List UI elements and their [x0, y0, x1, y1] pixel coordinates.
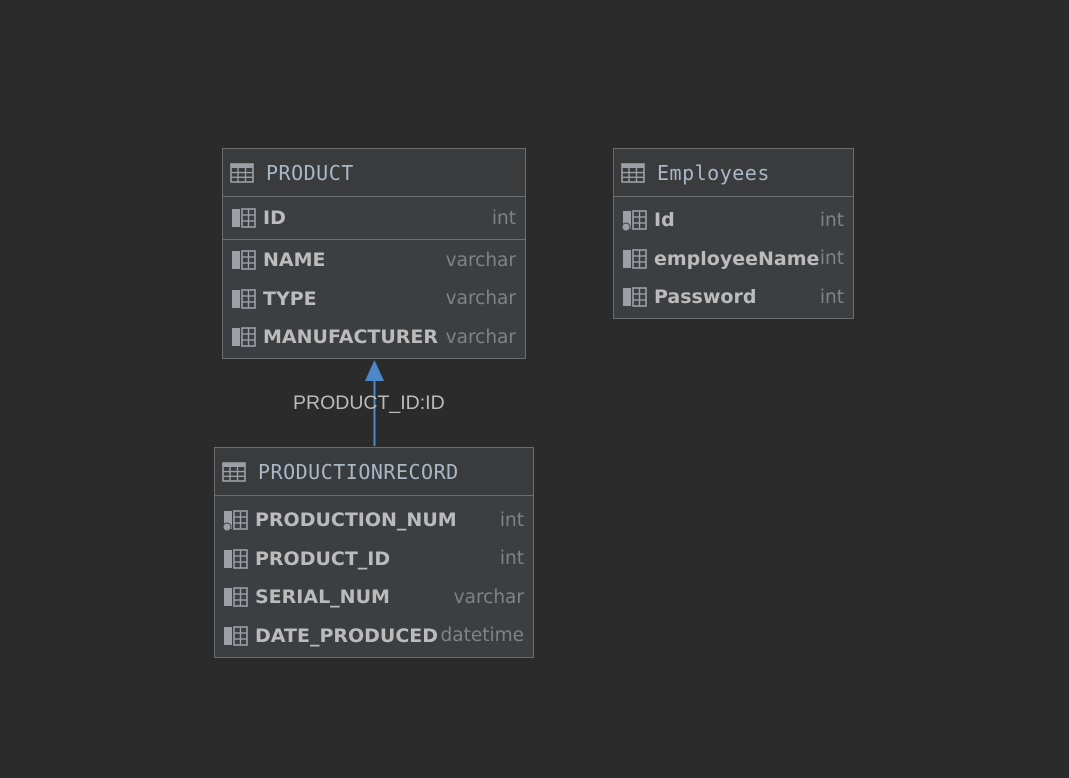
column-type: int	[819, 286, 844, 308]
column-type: int	[491, 207, 516, 229]
column-name: SERIAL_NUM	[255, 586, 390, 609]
column-icon	[622, 248, 648, 270]
column-icon	[223, 548, 249, 570]
column-name: Password	[654, 286, 757, 309]
column-name: ID	[263, 207, 286, 229]
column-type: datetime	[440, 625, 524, 647]
column-icon	[231, 326, 257, 348]
table-product[interactable]: PRODUCT ID int NAME varchar TYPE varchar…	[222, 148, 526, 359]
column-type: varchar	[445, 288, 516, 310]
column-name: TYPE	[263, 287, 317, 310]
column-type: int	[499, 509, 524, 531]
column-row[interactable]: TYPE varchar	[223, 280, 525, 319]
column-row[interactable]: NAME varchar	[223, 241, 525, 280]
table-title: Employees	[657, 160, 770, 185]
table-header[interactable]: Employees	[614, 149, 853, 197]
relation-label: PRODUCT_ID:ID	[293, 392, 445, 414]
column-name: employeeName	[654, 247, 820, 270]
column-row[interactable]: employeeName int	[614, 240, 853, 279]
column-icon	[223, 625, 249, 647]
column-name: NAME	[263, 249, 326, 272]
column-row[interactable]: Id int	[614, 201, 853, 240]
column-row[interactable]: PRODUCTION_NUM int	[215, 501, 533, 540]
table-title: PRODUCT	[266, 160, 354, 185]
key-column-icon	[622, 209, 648, 232]
relation-arrow-icon	[365, 360, 384, 381]
column-row[interactable]: PRODUCT_ID int	[215, 540, 533, 579]
table-icon	[230, 162, 254, 183]
table-icon	[621, 162, 645, 183]
column-name: MANUFACTURER	[263, 326, 439, 349]
column-row[interactable]: DATE_PRODUCED datetime	[215, 617, 533, 656]
column-icon	[231, 249, 257, 271]
table-productionrecord[interactable]: PRODUCTIONRECORD PRODUCTION_NUM int PROD…	[214, 447, 534, 658]
table-header[interactable]: PRODUCTIONRECORD	[215, 448, 533, 496]
column-type: varchar	[445, 249, 516, 271]
column-icon	[622, 286, 648, 308]
table-header[interactable]: PRODUCT	[223, 149, 525, 197]
column-name: DATE_PRODUCED	[255, 624, 439, 647]
column-type: int	[499, 548, 524, 570]
column-name: Id	[654, 209, 675, 232]
column-type: varchar	[453, 586, 524, 608]
table-employees[interactable]: Employees Id int employeeName int Passwo…	[613, 148, 854, 319]
table-icon	[222, 461, 246, 482]
column-icon	[223, 586, 249, 608]
column-icon	[231, 288, 257, 310]
column-row[interactable]: ID int	[223, 197, 525, 240]
key-column-icon	[223, 509, 249, 532]
column-name: PRODUCTION_NUM	[255, 509, 457, 532]
column-type: varchar	[445, 326, 516, 348]
column-type: int	[819, 209, 844, 231]
column-row[interactable]: MANUFACTURER varchar	[223, 318, 525, 357]
table-title: PRODUCTIONRECORD	[258, 459, 459, 484]
column-type: int	[819, 248, 844, 270]
column-row[interactable]: SERIAL_NUM varchar	[215, 578, 533, 617]
column-name: PRODUCT_ID	[255, 547, 391, 570]
column-icon	[231, 207, 257, 229]
column-row[interactable]: Password int	[614, 278, 853, 317]
